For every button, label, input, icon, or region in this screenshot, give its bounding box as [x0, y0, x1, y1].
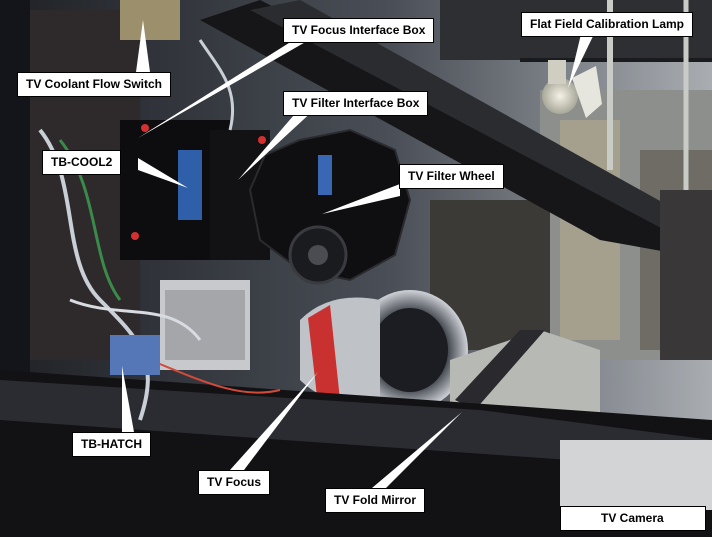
label-tv-camera: TV Camera	[560, 506, 706, 531]
label-tv-filter-wheel: TV Filter Wheel	[399, 164, 504, 189]
label-tv-coolant-flow-switch: TV Coolant Flow Switch	[17, 72, 171, 97]
label-tv-filter-interface-box: TV Filter Interface Box	[283, 91, 429, 116]
label-tv-focus: TV Focus	[198, 470, 271, 495]
label-tb-hatch: TB-HATCH	[72, 432, 152, 457]
label-flat-field-calibration-lamp: Flat Field Calibration Lamp	[521, 12, 694, 37]
label-tb-cool2: TB-COOL2	[42, 150, 122, 175]
label-tv-fold-mirror: TV Fold Mirror	[325, 488, 425, 513]
label-tv-focus-interface-box: TV Focus Interface Box	[283, 18, 435, 43]
